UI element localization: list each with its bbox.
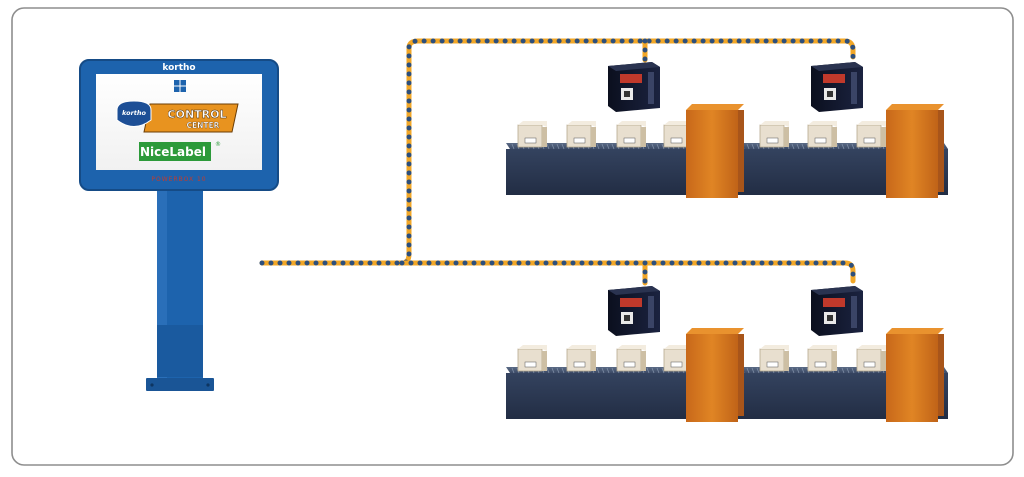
kiosk-terminal: kortho kortho CONTROL CENTER NiceLabel ®…	[79, 59, 279, 391]
windows-logo-icon	[174, 80, 186, 92]
carton-box	[759, 345, 789, 372]
print-applicator-unit	[686, 104, 744, 198]
carton-box	[759, 121, 789, 148]
kiosk-brand: kortho	[162, 63, 195, 73]
nicelabel-text: NiceLabel	[140, 145, 206, 159]
kiosk-base	[146, 378, 214, 391]
carton-box	[856, 345, 886, 372]
printer-icon	[811, 62, 863, 112]
production-line-bottom	[506, 286, 948, 422]
carton-box	[807, 345, 837, 372]
carton-box	[517, 121, 547, 148]
svg-text:®: ®	[215, 141, 221, 148]
production-line-top	[506, 62, 948, 198]
printer-icon	[608, 62, 660, 112]
printer-icon	[608, 286, 660, 336]
cc-line1: CONTROL	[168, 108, 227, 121]
printer-icon	[811, 286, 863, 336]
carton-box	[616, 121, 646, 148]
cc-badge-text: kortho	[122, 109, 146, 117]
print-applicator-unit	[686, 328, 744, 422]
carton-box	[566, 121, 596, 148]
carton-box	[566, 345, 596, 372]
network-cables	[259, 38, 856, 286]
control-center-logo: kortho CONTROL CENTER	[116, 100, 239, 133]
nicelabel-logo: NiceLabel ®	[139, 141, 221, 161]
bezel-label: POWERBOX 10	[151, 176, 206, 183]
carton-box	[517, 345, 547, 372]
cc-line2: CENTER	[187, 121, 220, 130]
carton-box	[807, 121, 837, 148]
carton-box	[616, 345, 646, 372]
print-applicator-unit	[886, 328, 944, 422]
print-applicator-unit	[886, 104, 944, 198]
carton-box	[856, 121, 886, 148]
